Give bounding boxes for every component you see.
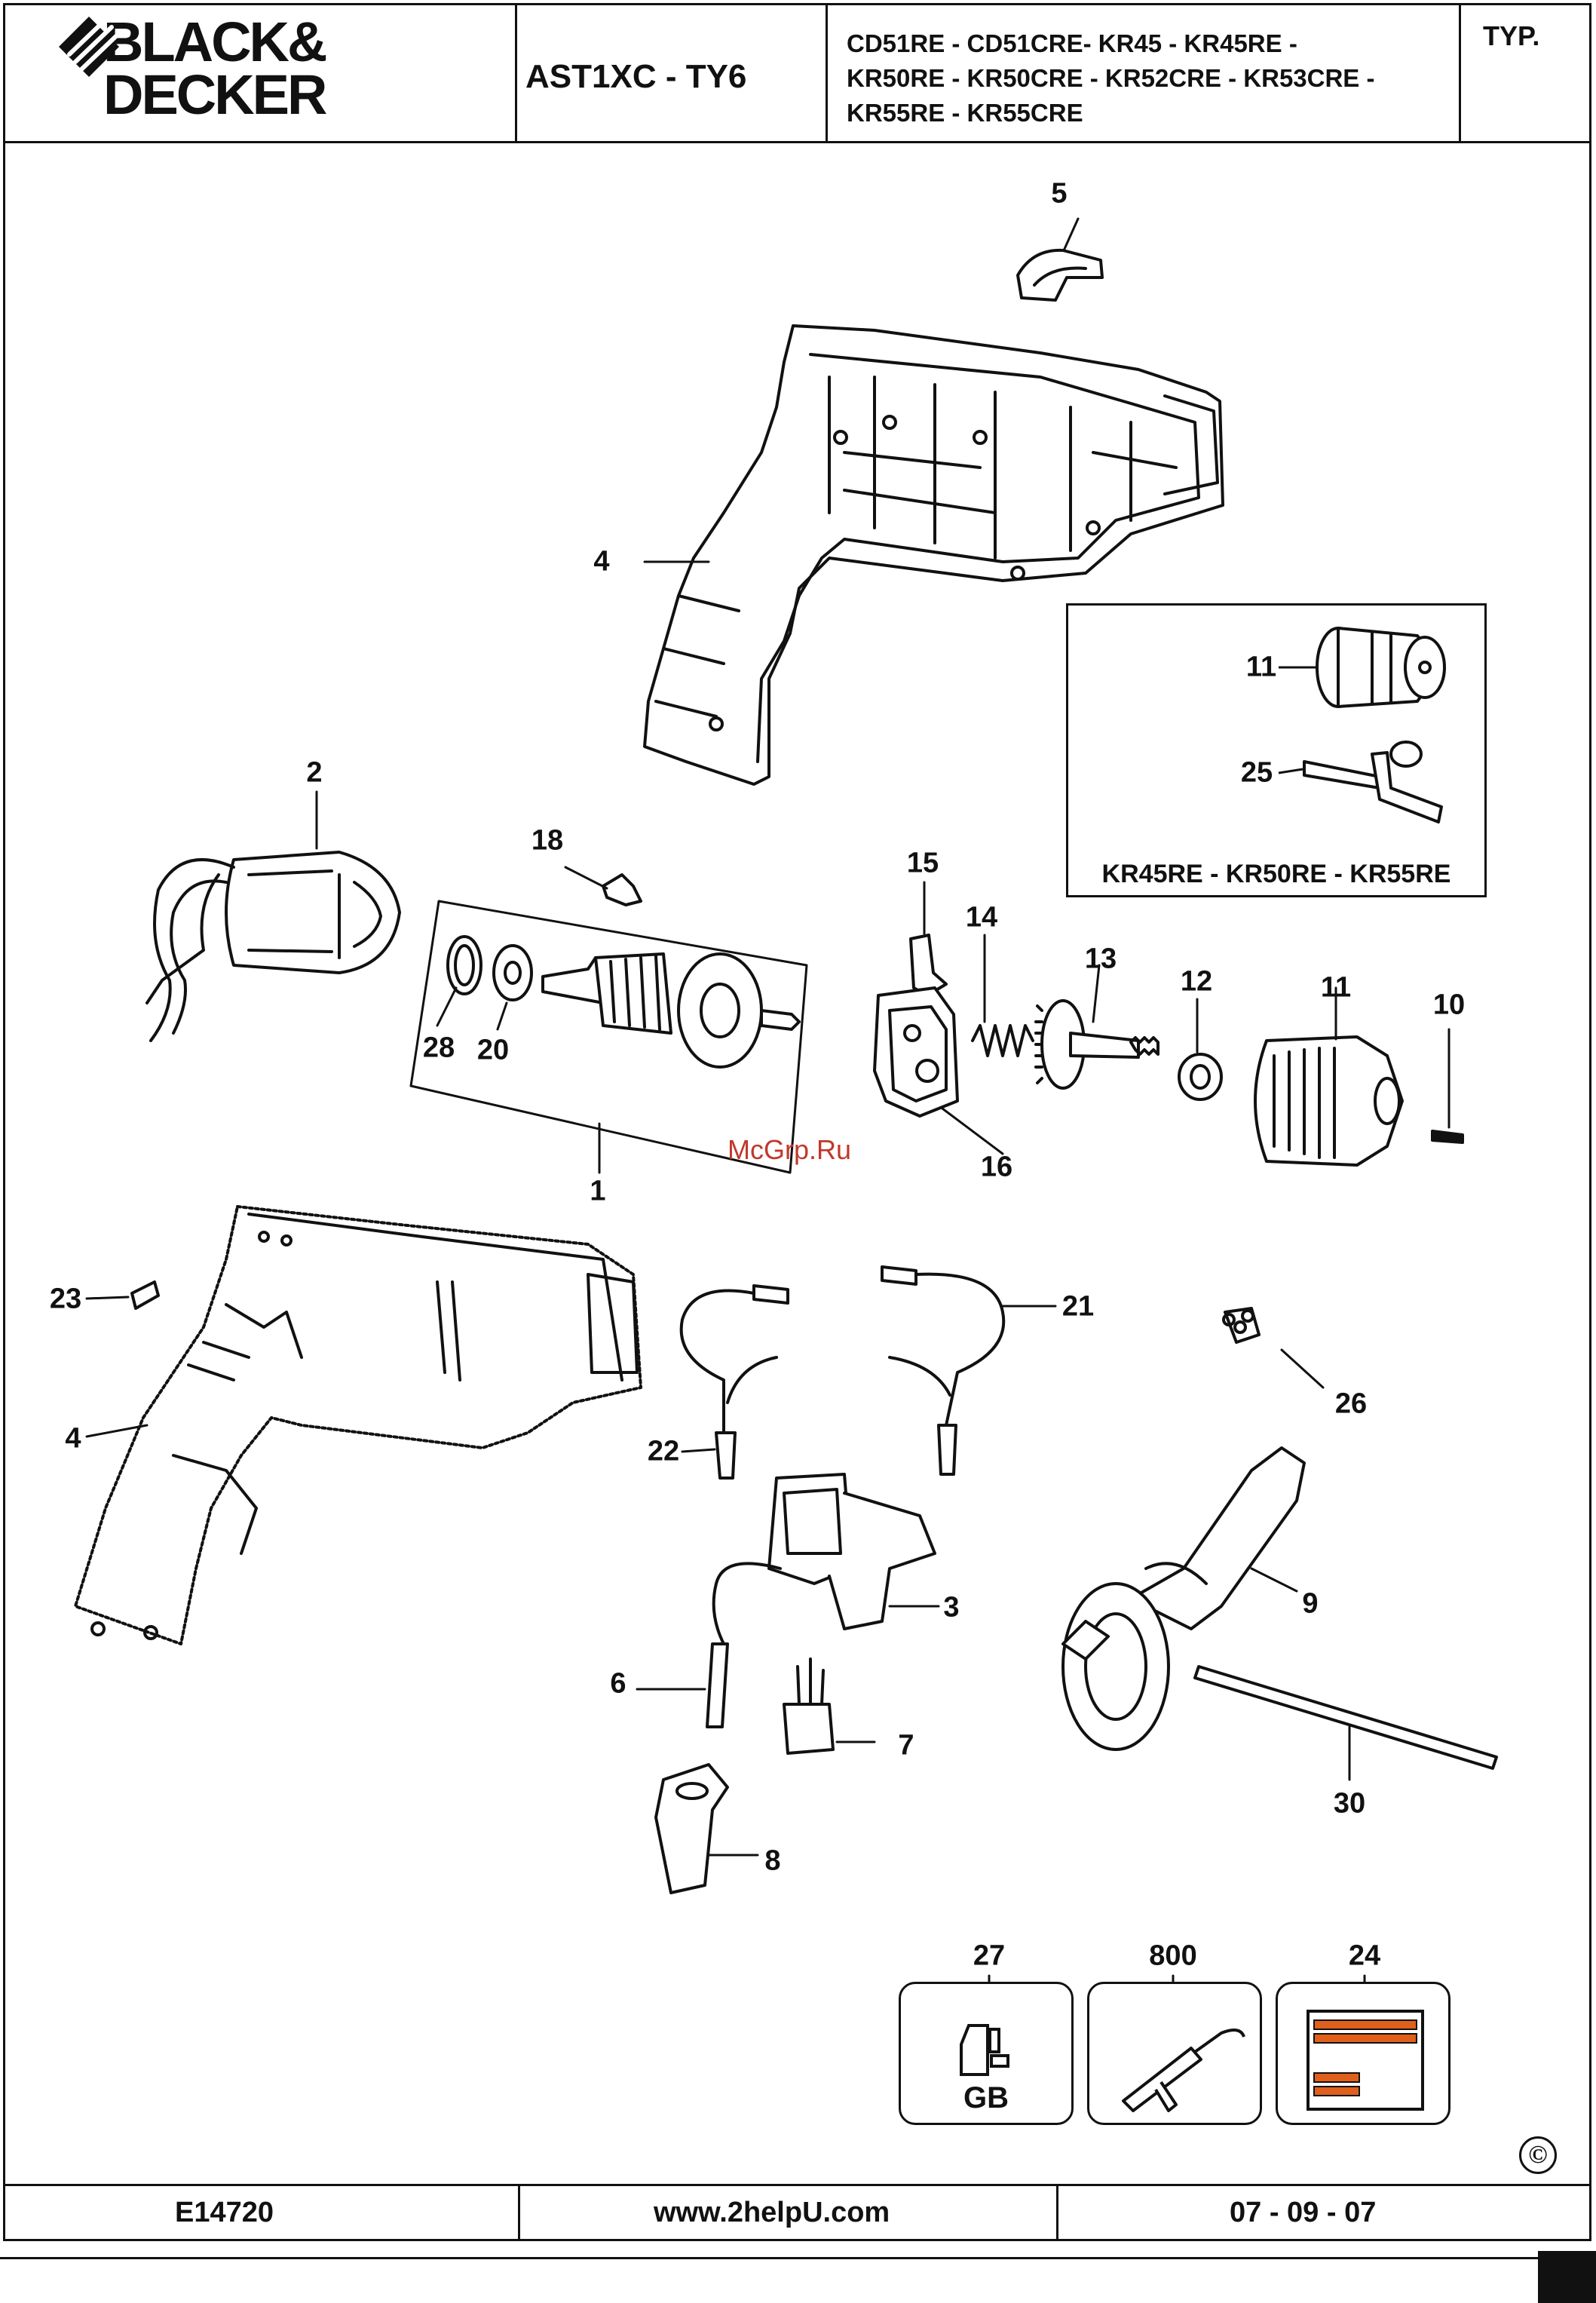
callout-11-chuck: 11 (1321, 972, 1351, 1004)
callout-3: 3 (943, 1592, 959, 1624)
callout-28: 28 (423, 1032, 455, 1065)
callout-21: 21 (1062, 1291, 1094, 1323)
callout-9: 9 (1302, 1588, 1318, 1621)
callout-1: 1 (590, 1176, 605, 1208)
label-plate-icon (1278, 1984, 1453, 2127)
callout-23: 23 (50, 1283, 81, 1316)
callout-6: 6 (610, 1668, 626, 1700)
callout-30: 30 (1334, 1788, 1365, 1820)
callout-20: 20 (477, 1035, 509, 1067)
callout-13: 13 (1085, 943, 1117, 976)
callout-2: 2 (306, 757, 322, 790)
callout-24: 24 (1349, 1940, 1380, 1973)
grease-tube-icon (1089, 1984, 1264, 2127)
callout-14: 14 (966, 902, 997, 934)
callout-25: 25 (1241, 757, 1273, 790)
callout-16: 16 (981, 1152, 1012, 1184)
plug-region-label: GB (901, 2081, 1071, 2115)
callout-12: 12 (1181, 966, 1212, 998)
accessory-800-grease-gun (1087, 1982, 1262, 2125)
callout-15: 15 (907, 848, 939, 880)
callout-18: 18 (531, 825, 563, 857)
callout-8: 8 (764, 1845, 780, 1878)
callout-26: 26 (1335, 1388, 1367, 1421)
callout-800: 800 (1149, 1940, 1196, 1973)
callout-27: 27 (973, 1940, 1005, 1973)
watermark: McGrp.Ru (728, 1134, 851, 1166)
callout-10: 10 (1433, 989, 1465, 1022)
accessory-24-label-plate (1276, 1982, 1450, 2125)
callout-4-top: 4 (593, 546, 609, 578)
callout-4-bottom: 4 (65, 1423, 81, 1455)
callout-22: 22 (648, 1436, 679, 1468)
callout-7: 7 (898, 1730, 914, 1762)
callout-5: 5 (1051, 178, 1067, 210)
callout-11-kit: 11 (1246, 652, 1276, 684)
copyright-mark: © (1519, 2136, 1557, 2174)
accessory-27-plug: GB (899, 1982, 1074, 2125)
